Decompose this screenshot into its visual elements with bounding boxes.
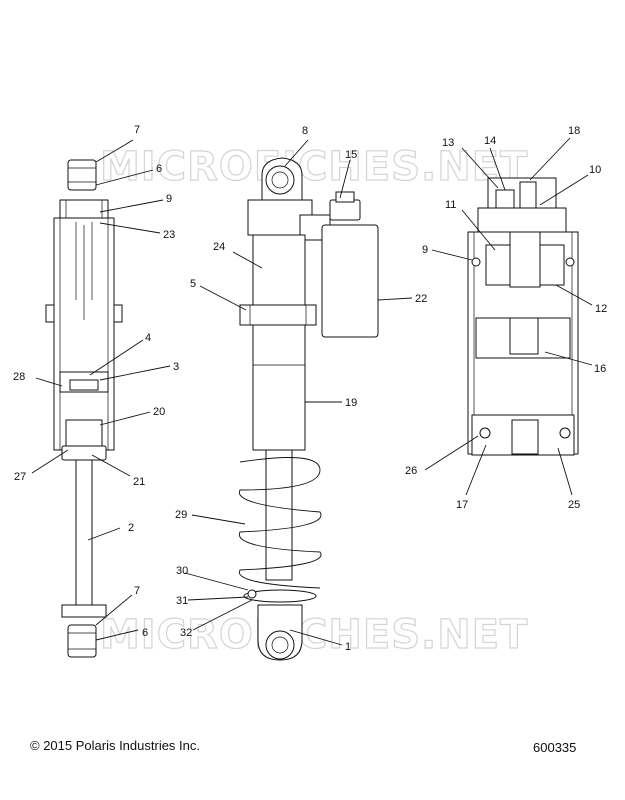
callout-27: 27 xyxy=(14,471,26,483)
right-reservoir-section xyxy=(467,177,579,456)
callout-9-right: 9 xyxy=(422,244,428,256)
callout-16: 16 xyxy=(594,363,606,375)
callout-29: 29 xyxy=(175,509,187,521)
callout-21: 21 xyxy=(133,476,145,488)
copyright-text: © 2015 Polaris Industries Inc. xyxy=(30,738,200,753)
callout-10: 10 xyxy=(589,164,601,176)
callout-4: 4 xyxy=(145,332,151,344)
callout-3: 3 xyxy=(173,361,179,373)
callout-28: 28 xyxy=(13,371,25,383)
callout-26: 26 xyxy=(405,465,417,477)
watermark-top: MICROFICHES.NET xyxy=(100,144,528,190)
callout-25: 25 xyxy=(568,499,580,511)
diagram-number: 600335 xyxy=(533,740,577,755)
left-shock-section xyxy=(45,159,123,658)
callout-12: 12 xyxy=(595,303,607,315)
center-shock-assembly xyxy=(238,157,379,661)
callout-9-left: 9 xyxy=(166,193,172,205)
callout-32: 32 xyxy=(180,627,192,639)
callout-7-top: 7 xyxy=(134,124,140,136)
callout-numbers: 7 6 9 23 4 3 28 20 27 21 2 7 6 8 15 24 5… xyxy=(13,124,607,653)
callout-23: 23 xyxy=(163,229,175,241)
callout-2: 2 xyxy=(128,522,134,534)
callout-7-bottom: 7 xyxy=(134,585,140,597)
callout-20: 20 xyxy=(153,406,165,418)
callout-19: 19 xyxy=(345,397,357,409)
callout-6-top: 6 xyxy=(156,163,162,175)
callout-17: 17 xyxy=(456,499,468,511)
callout-24: 24 xyxy=(213,241,225,253)
callout-30: 30 xyxy=(176,565,188,577)
callout-8: 8 xyxy=(302,125,308,137)
callout-13: 13 xyxy=(442,137,454,149)
callout-11: 11 xyxy=(445,199,456,211)
callout-22: 22 xyxy=(415,293,427,305)
watermark-bottom: MICROFICHES.NET xyxy=(100,612,528,658)
callout-14: 14 xyxy=(484,135,496,147)
callout-31: 31 xyxy=(176,595,188,607)
leader-lines xyxy=(31,137,593,646)
callout-18: 18 xyxy=(568,125,580,137)
callout-6-bottom: 6 xyxy=(142,627,148,639)
callout-5: 5 xyxy=(190,278,196,290)
callout-1: 1 xyxy=(345,641,351,653)
callout-15: 15 xyxy=(345,149,357,161)
